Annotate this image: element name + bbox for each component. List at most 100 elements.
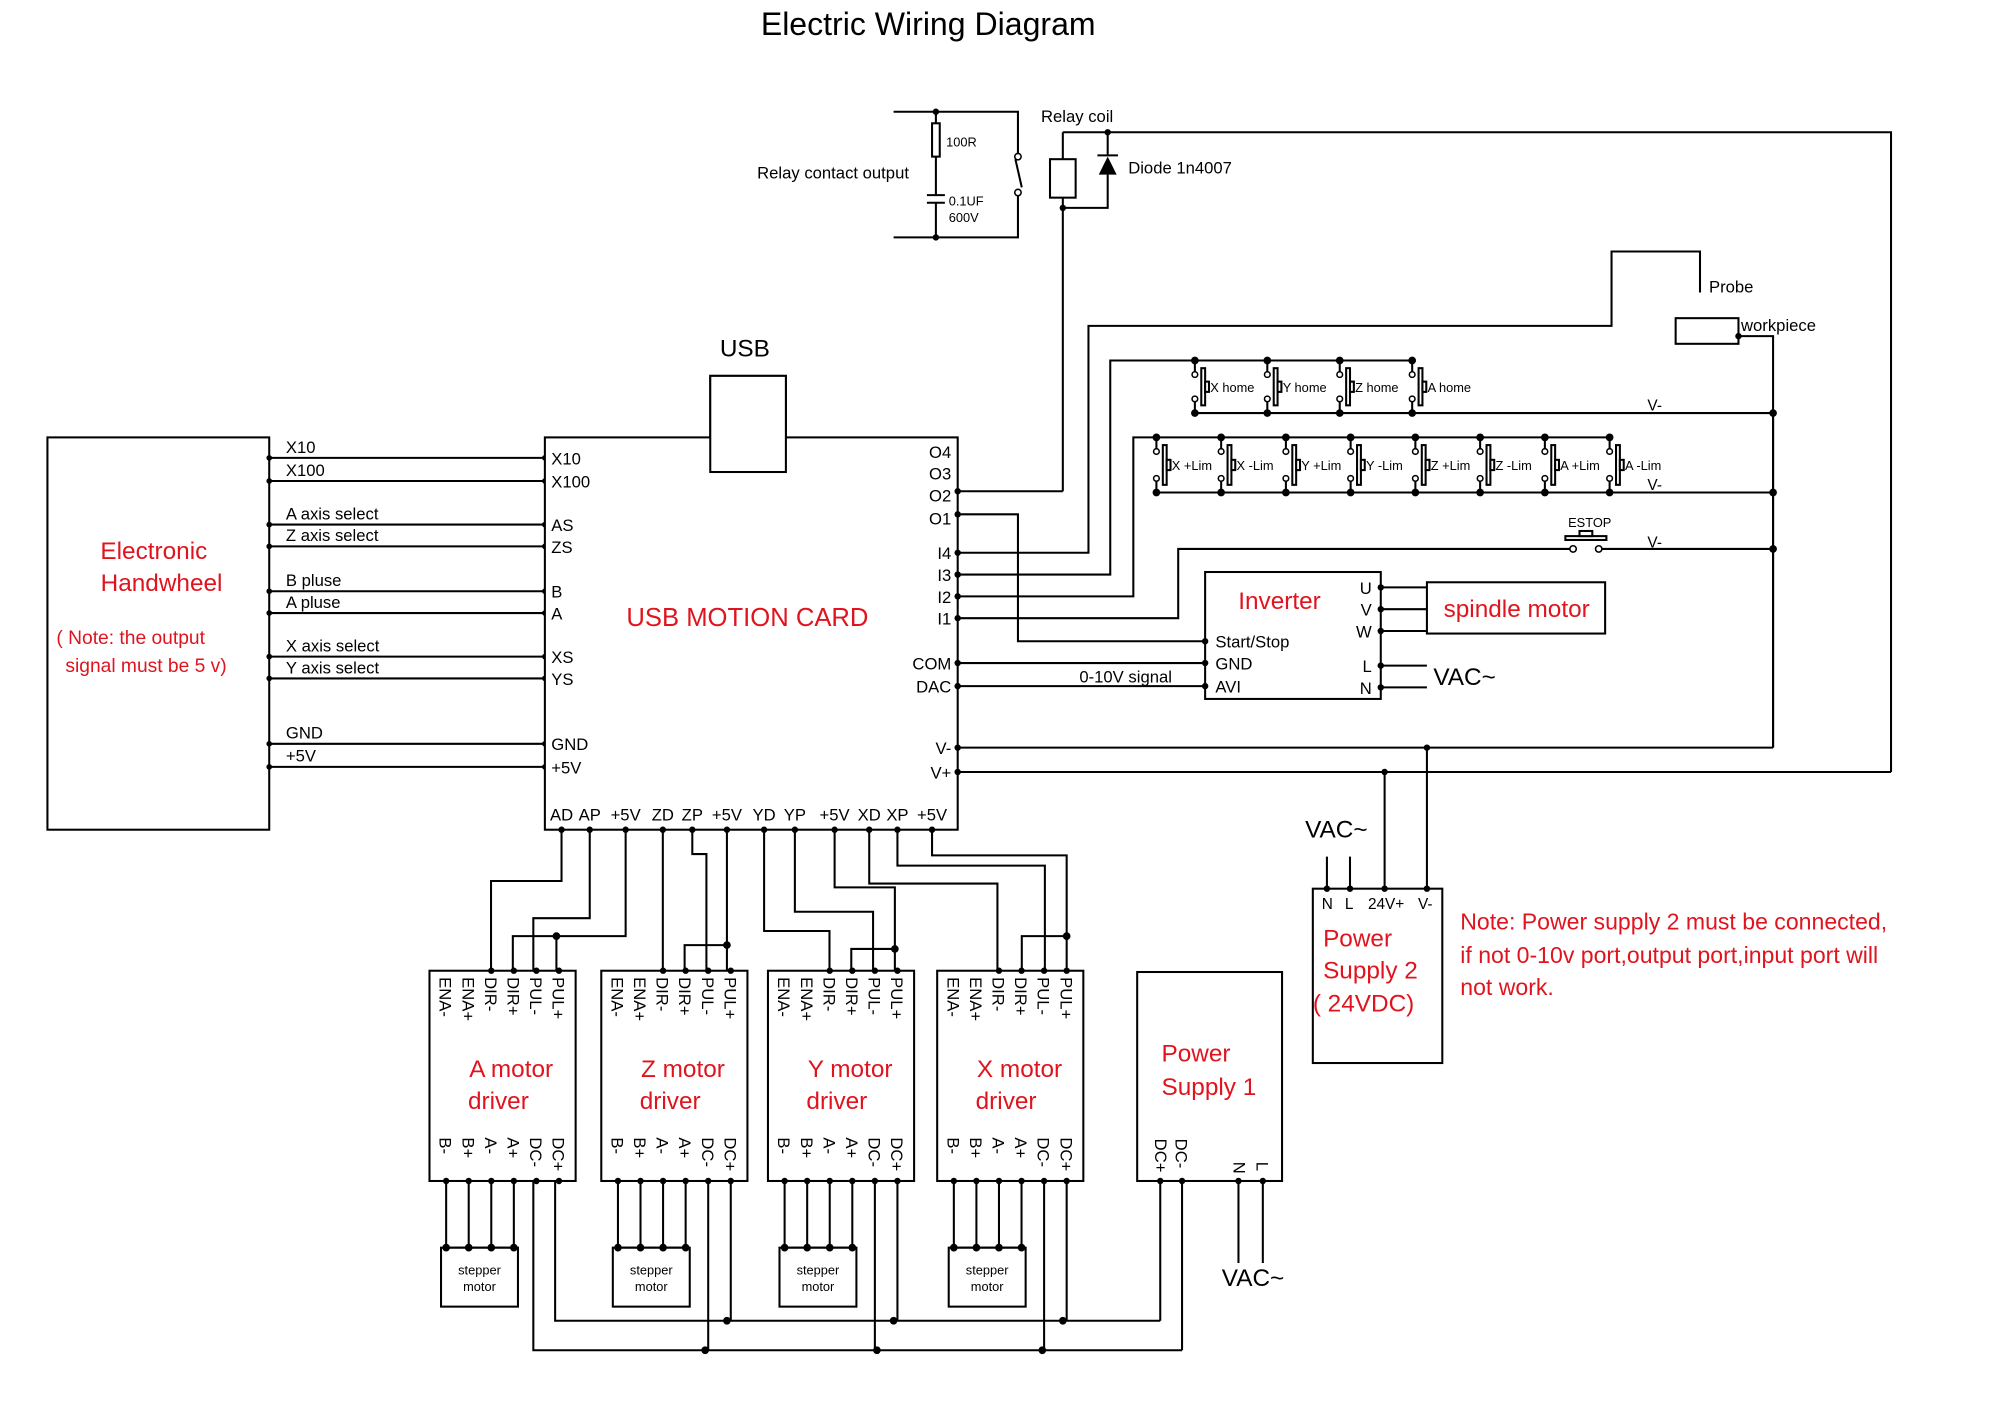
card-right-pin: O2 <box>929 487 951 506</box>
switch-label: X +Lim <box>1172 458 1212 473</box>
card-right-pin: V- <box>936 739 952 758</box>
ps1-pin-l: L <box>1252 1162 1271 1171</box>
driver-top-pin: DIR+ <box>1011 977 1030 1015</box>
power-note: Note: Power supply 2 must be connected, … <box>1460 909 1887 1000</box>
driver-top-pin: PUL- <box>698 977 717 1015</box>
driver-title: Y motor <box>808 1056 893 1083</box>
switch-label: A -Lim <box>1625 458 1661 473</box>
diagram-title: Electric Wiring Diagram <box>761 6 1096 42</box>
driver-top-pin: ENA+ <box>966 977 985 1021</box>
driver-bottom-pin: DC- <box>698 1137 717 1167</box>
driver-top-pin: DIR- <box>653 977 672 1011</box>
driver-bottom-pin: B- <box>436 1137 455 1154</box>
ps1-title: Power <box>1162 1041 1231 1068</box>
power-supply-1: Power Supply 1 DC+ DC- N L VAC~ <box>1136 970 1284 1351</box>
inverter-right-pin: W <box>1356 622 1372 641</box>
card-left-pin: XS <box>551 648 573 667</box>
driver-bottom-pin: DC- <box>864 1137 883 1167</box>
signal-label: 0-10V signal <box>1079 667 1172 686</box>
card-right-pin: O4 <box>929 443 951 462</box>
driver-top-pin: ENA+ <box>630 977 649 1021</box>
driver-bottom-pin: DC+ <box>887 1137 906 1171</box>
switch: X home <box>1191 356 1254 417</box>
note-line-1: Note: Power supply 2 must be connected, <box>1460 909 1887 935</box>
ps1-title-2: Supply 1 <box>1162 1074 1257 1101</box>
driver-bottom-pin: B- <box>943 1137 962 1154</box>
switch: Y -Lim <box>1346 433 1403 497</box>
dc-bus <box>532 1180 1183 1355</box>
stepper-label: stepper <box>630 1263 673 1278</box>
relay-coil <box>1048 158 1077 199</box>
relay-contact-output-label: Relay contact output <box>757 163 909 182</box>
card-left-pin: X100 <box>551 472 590 491</box>
driver-top-pin: DIR- <box>989 977 1008 1011</box>
note-line-3: not work. <box>1460 974 1554 1000</box>
estop-label: ESTOP <box>1568 515 1611 530</box>
driver-top-pin: DIR+ <box>503 977 522 1015</box>
inverter-right-pin: V <box>1361 601 1373 620</box>
switch: Y +Lim <box>1282 433 1341 497</box>
driver-bottom-pin: DC- <box>526 1137 545 1167</box>
card-left-pin: +5V <box>551 758 582 777</box>
switch-label: Z home <box>1355 380 1398 395</box>
driver-top-pin: DIR- <box>481 977 500 1011</box>
handwheel-signal-label: B pluse <box>286 571 342 590</box>
switch-label: X -Lim <box>1237 458 1274 473</box>
card-bottom-pin: YP <box>784 806 806 825</box>
stepper-label-2: motor <box>971 1279 1004 1294</box>
driver-top-pin: DIR- <box>819 977 838 1011</box>
switch-label: Z -Lim <box>1496 458 1532 473</box>
driver-bottom-pin: B+ <box>797 1137 816 1158</box>
card-right-pin: I3 <box>937 566 951 585</box>
driver-bottom-pin: A- <box>481 1137 500 1154</box>
inverter-left-pin: GND <box>1215 654 1252 673</box>
driver-signal-wires <box>490 829 1071 971</box>
driver-top-pin: PUL+ <box>1056 977 1075 1019</box>
driver-bottom-pin: B+ <box>458 1137 477 1158</box>
stepper-label-2: motor <box>802 1279 835 1294</box>
card-bottom-pin: +5V <box>712 806 743 825</box>
driver-title-2: driver <box>806 1088 867 1115</box>
card-left-pin: X10 <box>551 449 581 468</box>
usb-label: USB <box>720 336 770 363</box>
handwheel-title-2: Handwheel <box>101 570 223 597</box>
card-right-pin: O1 <box>929 510 951 529</box>
switch-label: X home <box>1210 380 1254 395</box>
driver-bottom-pin: B- <box>608 1137 627 1154</box>
card-bottom-pin: ZP <box>682 806 703 825</box>
card-left-pin: ZS <box>551 538 572 557</box>
driver-bottom-pin: B+ <box>630 1137 649 1158</box>
driver-top-pin: ENA- <box>943 977 962 1017</box>
handwheel-signal-label: GND <box>286 724 323 743</box>
driver-bottom-pin: A+ <box>503 1137 522 1158</box>
card-bottom-pin: +5V <box>917 806 948 825</box>
inverter-right-pin: U <box>1360 579 1372 598</box>
relay-coil-circuit: Relay coil Diode 1n4007 <box>1041 107 1893 773</box>
motor-driver: Z motordriverENA-B-ENA+B+DIR-A-DIR+A+PUL… <box>600 967 749 1351</box>
capacitor-voltage-label: 600V <box>949 210 979 225</box>
driver-top-pin: ENA- <box>436 977 455 1017</box>
v-minus-label: V- <box>1647 477 1662 494</box>
switch: Y home <box>1263 356 1327 417</box>
spindle-motor-label: spindle motor <box>1444 596 1590 623</box>
relay-contact-circuit: Relay contact output 100R 0.1UF 600V <box>757 108 1023 241</box>
probe-circuit: Probe workpiece <box>957 250 1816 748</box>
diode-icon <box>1098 156 1117 175</box>
handwheel-signal-label: Z axis select <box>286 526 379 545</box>
handwheel-title: Electronic <box>100 538 207 565</box>
spindle-motor: spindle motor <box>1425 581 1607 635</box>
motor-driver: X motordriverENA-B-ENA+B+DIR-A-DIR+A+PUL… <box>936 967 1085 1351</box>
inverter-left-pin: Start/Stop <box>1215 633 1289 652</box>
switch-label: Y home <box>1283 380 1327 395</box>
ps2-pin-v-minus: V- <box>1418 896 1433 913</box>
handwheel-signal-label: X100 <box>286 461 325 480</box>
ps2-title-3: ( 24VDC) <box>1313 991 1414 1018</box>
estop-switch: ESTOP V- <box>957 409 1777 748</box>
card-right-pin: O3 <box>929 465 951 484</box>
driver-bottom-pin: A+ <box>842 1137 861 1158</box>
